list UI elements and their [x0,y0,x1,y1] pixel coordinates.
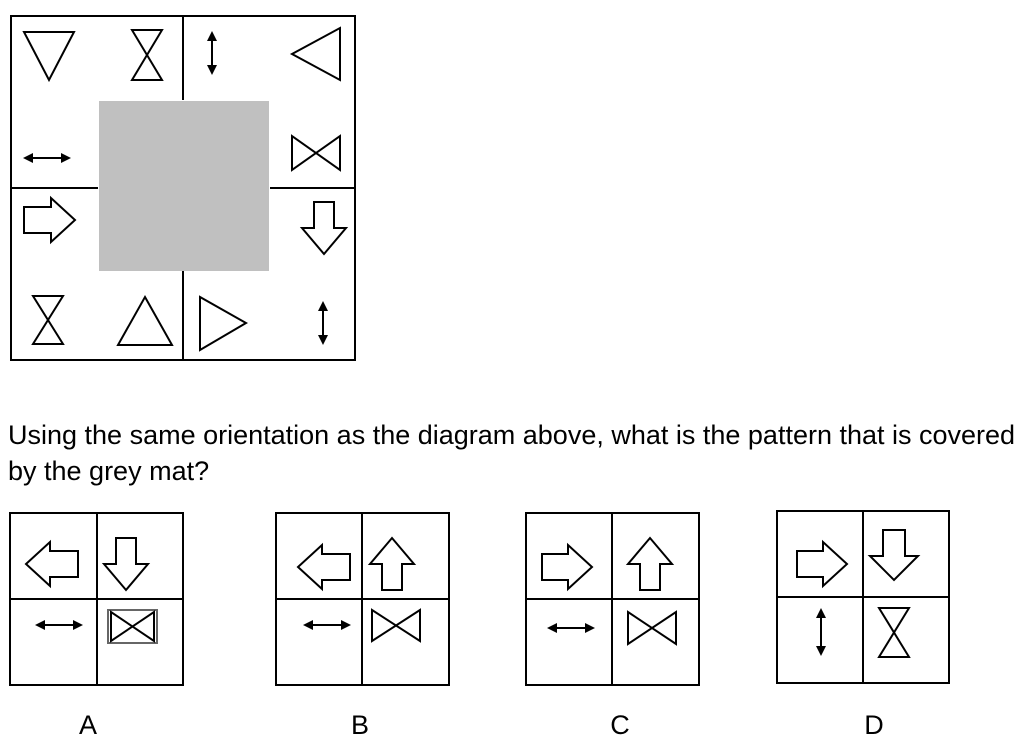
option-a-grid[interactable] [9,512,184,686]
grey-mat [99,101,269,271]
hourglass-icon [31,295,65,345]
right-arrow-icon [796,539,849,589]
down-arrow-icon [299,201,349,256]
right-arrow-icon [541,542,594,592]
bowtie-icon [291,134,341,172]
bowtie-in-box-icon [107,609,158,644]
right-triangle-icon [199,295,249,352]
down-arrow-icon [867,529,921,582]
option-c-label[interactable]: C [610,710,630,740]
up-arrow-icon [367,536,417,591]
option-d-grid[interactable] [776,510,950,684]
option-b-grid[interactable] [275,512,450,686]
main-diagram [10,15,356,361]
down-arrow-icon [101,537,151,592]
down-triangle-icon [22,31,76,83]
left-arrow-icon [296,542,351,592]
option-c-grid[interactable] [525,512,700,686]
left-arrow-icon [24,539,79,589]
option-d-label[interactable]: D [864,710,884,740]
left-triangle-icon [289,26,341,82]
up-arrow-icon [625,536,675,591]
option-b-label[interactable]: B [350,710,369,740]
bowtie-icon [371,608,421,643]
question-text: Using the same orientation as the diagra… [8,420,1016,486]
bowtie-icon [627,610,677,646]
hourglass-icon [877,607,911,658]
option-a-label[interactable]: A [78,710,97,740]
hourglass-icon [130,29,164,81]
up-triangle-icon [116,294,174,346]
right-arrow-icon [23,195,77,245]
